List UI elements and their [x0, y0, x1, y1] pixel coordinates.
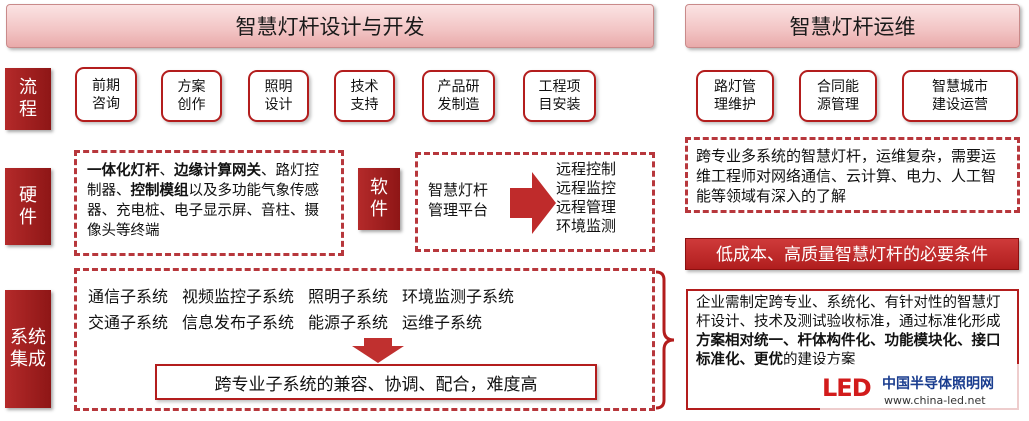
- subsystem-info-release: 信息发布子系统: [182, 313, 295, 332]
- hardware-sep: 、: [159, 163, 175, 179]
- watermark-logo: LED: [822, 374, 872, 402]
- hardware-bold-pole: 一体化灯杆: [87, 163, 160, 179]
- software-platform: 智慧灯杆 管理平台: [428, 181, 489, 219]
- hardware-text-2: 以及多功能气象传感器、充电桩、电子显示屏、音柱、摄像头等终端: [87, 183, 319, 239]
- side-label-process: 流 程: [5, 68, 51, 130]
- side-label-system: 系统 集成: [5, 290, 51, 408]
- software-function-remote-control: 远程控制: [556, 160, 617, 178]
- integration-note: 跨专业子系统的兼容、协调、配合，难度高: [214, 374, 538, 395]
- down-arrow-icon: [352, 338, 404, 363]
- left-header: 智慧灯杆设计与开发: [6, 4, 654, 48]
- software-function-env-monitor: 环境监测: [556, 217, 617, 235]
- bracket-icon: [655, 270, 675, 410]
- subsystem-video: 视频监控子系统: [182, 287, 295, 306]
- watermark: LED 中国半导体照明网 www.china-led.net: [820, 364, 1025, 414]
- ops-step-energy-contract: 合同能 源管理: [799, 70, 877, 122]
- subsystem-environment: 环境监测子系统: [402, 287, 515, 306]
- software-function-remote-monitor: 远程监控: [556, 179, 617, 197]
- requirement-text-1: 企业需制定跨专业、系统化、有针对性的智慧灯杆设计、技术及测试验收标准，通过标准化…: [696, 295, 1001, 330]
- right-header: 智慧灯杆运维: [685, 4, 1020, 48]
- requirement-title: 低成本、高质量智慧灯杆的必要条件: [685, 238, 1019, 270]
- hardware-box: 一体化灯杆、边缘计算网关、路灯控制器、控制模组以及多功能气象传感器、充电桩、电子…: [74, 150, 344, 256]
- hardware-text: 一体化灯杆、边缘计算网关、路灯控制器、控制模组以及多功能气象传感器、充电桩、电子…: [87, 161, 331, 241]
- subsystems-row-2: 交通子系统 信息发布子系统 能源子系统 运维子系统: [88, 312, 648, 334]
- watermark-name: 中国半导体照明网: [882, 376, 994, 392]
- bracket-path: [655, 270, 675, 410]
- requirement-bold: 方案相对统一、杆体构件化、功能模块化、接口标准化、更优: [696, 333, 1001, 368]
- process-step-tech-support: 技术 支持: [334, 70, 395, 122]
- ops-step-smart-city: 智慧城市 建设运营: [902, 70, 1018, 122]
- down-arrow-shape: [352, 338, 404, 363]
- software-functions: 远程控制 远程监控 远程管理 环境监测: [556, 160, 651, 236]
- subsystems-row-1: 通信子系统 视频监控子系统 照明子系统 环境监测子系统: [88, 286, 648, 308]
- subsystem-communication: 通信子系统: [88, 287, 169, 306]
- process-step-rnd: 产品研 发制造: [422, 70, 495, 122]
- hardware-text-1: 、路灯控制器、: [87, 163, 319, 199]
- ops-note-text: 跨专业多系统的智慧灯杆，运维复杂，需要运维工程师对网络通信、云计算、电力、人工智…: [696, 147, 997, 205]
- ops-note-box: 跨专业多系统的智慧灯杆，运维复杂，需要运维工程师对网络通信、云计算、电力、人工智…: [685, 137, 1020, 213]
- side-label-hardware: 硬 件: [5, 168, 51, 245]
- software-arrow: [510, 172, 556, 234]
- subsystem-lighting: 照明子系统: [308, 287, 389, 306]
- software-arrow-shape: [510, 172, 556, 234]
- requirement-text: 企业需制定跨专业、系统化、有针对性的智慧灯杆设计、技术及测试验收标准，通过标准化…: [696, 294, 1009, 370]
- process-step-consulting: 前期 咨询: [75, 67, 137, 122]
- software-function-remote-manage: 远程管理: [556, 198, 617, 216]
- process-step-installation: 工程项 目安装: [523, 70, 596, 122]
- side-label-software: 软 件: [358, 168, 400, 230]
- hardware-bold-gateway: 边缘计算网关: [174, 163, 261, 179]
- process-step-lighting-design: 照明 设计: [248, 70, 309, 122]
- ops-step-maintenance: 路灯管 理维护: [696, 70, 774, 122]
- process-step-solution: 方案 创作: [161, 70, 222, 122]
- subsystem-ops: 运维子系统: [402, 313, 483, 332]
- hardware-bold-module: 控制模组: [130, 183, 189, 199]
- subsystem-traffic: 交通子系统: [88, 313, 169, 332]
- subsystem-energy: 能源子系统: [308, 313, 389, 332]
- watermark-url: www.china-led.net: [884, 394, 986, 407]
- integration-note-box: 跨专业子系统的兼容、协调、配合，难度高: [155, 364, 597, 400]
